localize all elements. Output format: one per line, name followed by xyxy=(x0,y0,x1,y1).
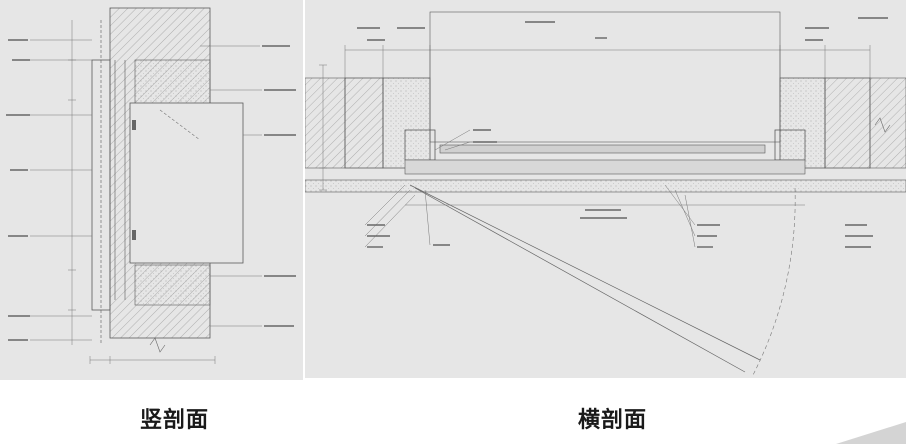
vertical-section-caption: 竖剖面 xyxy=(140,408,210,433)
vertical-section-drawing xyxy=(6,7,296,364)
vertical-section-panel xyxy=(0,0,303,380)
horizontal-section-caption: 横剖面 xyxy=(578,408,648,433)
door-leaf xyxy=(129,102,244,264)
horizontal-section-panel xyxy=(305,0,906,378)
corner-accent xyxy=(836,422,906,444)
horizontal-section-drawing xyxy=(305,11,906,376)
